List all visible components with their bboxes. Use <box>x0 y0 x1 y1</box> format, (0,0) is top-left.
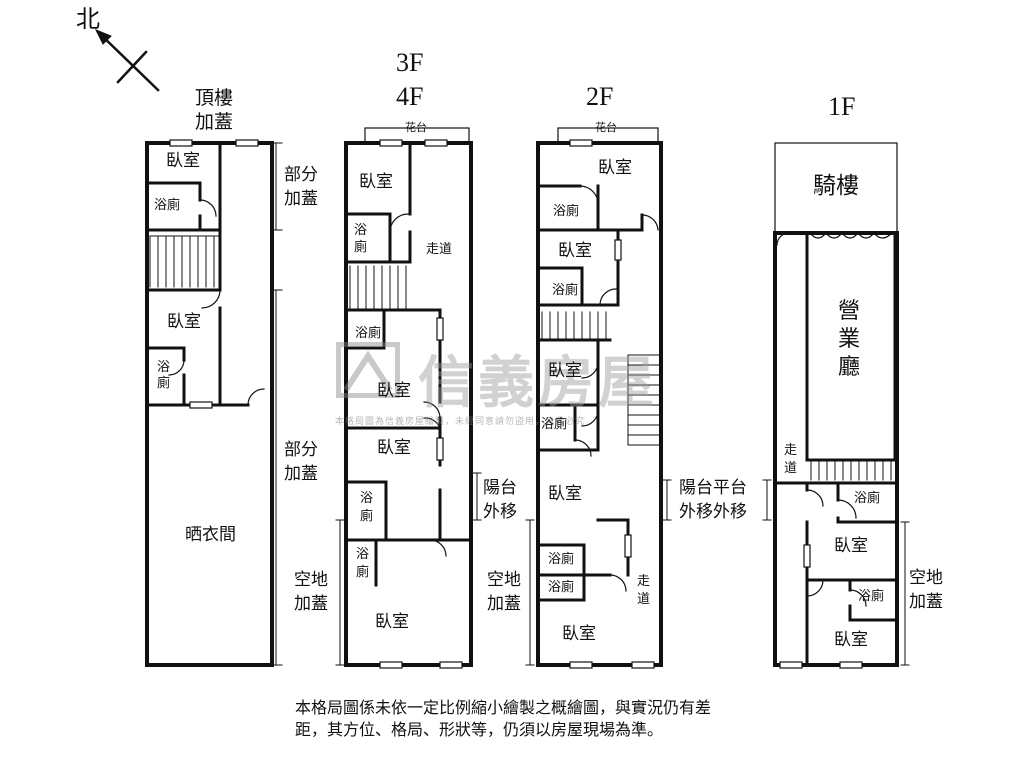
floor-2-plan <box>525 127 772 669</box>
roof-bedroom-2: 臥室 <box>167 312 201 332</box>
roof-bath-2: 浴 廁 <box>157 360 171 391</box>
f2-corridor: 走 道 <box>637 574 651 607</box>
floor-3-4-plan <box>335 127 482 669</box>
f34-bath-4: 浴 廁 <box>356 547 370 580</box>
floor-1-plan <box>773 142 910 669</box>
f2-bedroom-4: 臥室 <box>548 484 582 504</box>
f34-note-balcony: 陽台 外移 <box>483 478 517 522</box>
f2-note-balcony: 陽台平台 外移外移 <box>679 478 747 522</box>
floor-4-title: 4F <box>396 82 424 111</box>
roof-note-partial-1: 部分 加蓋 <box>284 165 318 209</box>
f2-bath-4: 浴廁 <box>548 552 575 567</box>
f2-bedroom-5: 臥室 <box>562 624 596 644</box>
f2-bath-2: 浴廁 <box>552 283 579 298</box>
f2-planter: 花台 <box>595 121 617 134</box>
roof-bedroom-1: 臥室 <box>166 151 200 171</box>
f1-bedroom-1: 臥室 <box>834 536 868 556</box>
watermark-subtitle: 本格局圖為信義房屋繪製，未經同意請勿盜用，違者必究 <box>335 417 586 427</box>
disclaimer-note: 本格局圖係未依一定比例縮小繪製之概繪圖，與實況仍有差距，其方位、格局、形狀等，仍… <box>295 698 712 739</box>
roof-title: 頂樓 加蓋 <box>195 87 234 133</box>
f34-bath-3: 浴 廁 <box>360 491 374 524</box>
f34-corridor: 走道 <box>426 242 453 257</box>
f2-bath-1: 浴廁 <box>553 204 580 219</box>
f1-business-hall: 營 業 廳 <box>838 299 861 380</box>
f34-bedroom-3: 臥室 <box>377 438 411 458</box>
roof-note-partial-2: 部分 加蓋 <box>284 440 318 484</box>
f2-bedroom-1: 臥室 <box>598 158 632 178</box>
roof-bath-1: 浴廁 <box>154 198 181 213</box>
floor-2-title: 2F <box>586 82 614 111</box>
f2-note-vacant: 空地 加蓋 <box>487 570 521 614</box>
f1-corridor: 走 道 <box>784 443 798 476</box>
f34-bath-1: 浴 廁 <box>354 223 368 255</box>
north-arrow-icon <box>94 29 160 92</box>
f34-bath-2: 浴廁 <box>355 326 382 341</box>
f2-bedroom-2: 臥室 <box>558 241 592 261</box>
f34-bedroom-1: 臥室 <box>359 172 393 192</box>
f1-bedroom-2: 臥室 <box>834 630 868 650</box>
f1-bath-1: 浴廁 <box>854 491 881 506</box>
f34-bedroom-4: 臥室 <box>375 612 409 632</box>
f2-bath-3: 浴廁 <box>541 417 568 432</box>
f34-planter: 花台 <box>405 121 427 134</box>
north-label: 北 <box>76 7 100 33</box>
watermark-brand: 信義房屋 <box>418 351 658 416</box>
f34-bedroom-2: 臥室 <box>377 381 411 401</box>
f1-note-vacant: 空地 加蓋 <box>909 568 943 612</box>
floor-3-title: 3F <box>396 48 424 77</box>
f2-bedroom-3: 臥室 <box>548 361 582 381</box>
roof-floor-plan <box>145 139 283 667</box>
floor-1-title: 1F <box>828 92 856 121</box>
f1-bath-2: 浴廁 <box>858 589 885 604</box>
roof-laundry-room: 晒衣間 <box>185 525 236 545</box>
f2-bath-5: 浴廁 <box>548 580 575 595</box>
f34-note-vacant: 空地 加蓋 <box>294 570 328 614</box>
watermark-logo-icon <box>336 342 400 398</box>
f1-arcade: 騎樓 <box>813 173 859 199</box>
